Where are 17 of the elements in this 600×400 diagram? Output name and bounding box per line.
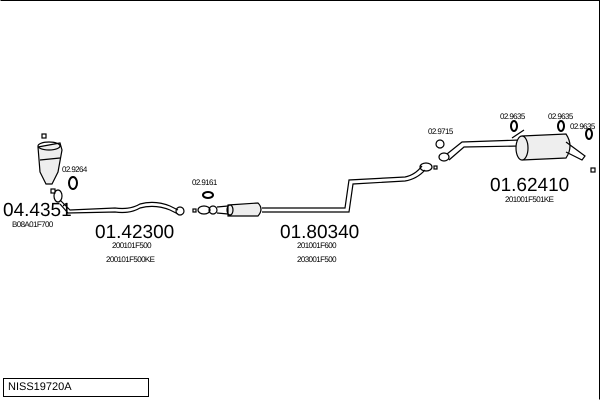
oem-number: 200101F500KE xyxy=(106,256,154,264)
part-number: 04.4351 xyxy=(3,201,72,220)
clamp-number: 02.9635 xyxy=(500,113,525,121)
gasket-number: 02.9161 xyxy=(192,179,217,187)
oem-number: B08A01F700 xyxy=(12,221,53,229)
part-number: 01.62410 xyxy=(490,176,570,195)
clamp-number: 02.9635 xyxy=(570,123,595,131)
oem-number: 203001F500 xyxy=(297,256,336,264)
part-number: 01.80340 xyxy=(280,223,360,242)
catalogue-code: NISS19720A xyxy=(3,378,149,397)
part-number: 01.42300 xyxy=(95,223,174,242)
oem-number: 201001F501KE xyxy=(505,196,554,204)
oem-number: 201001F600 xyxy=(297,242,336,250)
gasket-number: 02.9715 xyxy=(428,128,453,136)
clamp-number: 02.9635 xyxy=(548,113,573,121)
oem-number: 200101F500 xyxy=(112,242,151,250)
gasket-number: 02.9264 xyxy=(62,166,87,174)
